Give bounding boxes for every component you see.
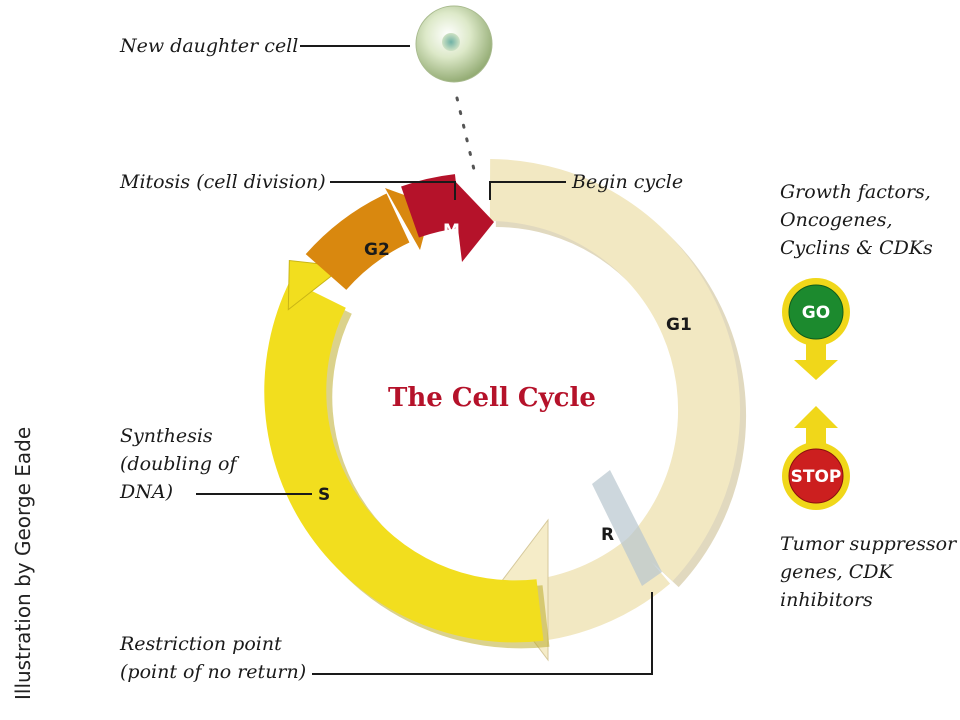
- g1-band: [489, 159, 747, 588]
- stop-signal: STOP: [782, 442, 850, 510]
- begin-leader-line: [489, 181, 566, 200]
- phase-g1: G1: [666, 315, 692, 335]
- svg-text:Oncogenes,: Oncogenes,: [780, 209, 893, 231]
- go-down-arrow: [794, 344, 838, 380]
- diagram-title: The Cell Cycle: [388, 383, 596, 413]
- go-text: GO: [802, 303, 830, 323]
- svg-text:DNA): DNA): [119, 481, 173, 503]
- m-arrowhead: [452, 178, 494, 262]
- svg-text:Synthesis: Synthesis: [120, 425, 213, 447]
- svg-text:(point of no return): (point of no return): [120, 661, 306, 683]
- g2-band: [305, 193, 410, 291]
- svg-text:Cyclins & CDKs: Cyclins & CDKs: [780, 237, 933, 259]
- m-band: [401, 174, 462, 238]
- svg-text:(doubling of: (doubling of: [120, 453, 239, 475]
- phase-r: R: [601, 525, 614, 545]
- mitosis-leader-line: [330, 181, 456, 200]
- phase-g2: G2: [364, 240, 390, 260]
- s-band: [264, 280, 550, 649]
- restriction-leader-line: [312, 592, 653, 675]
- stop-up-arrow: [794, 406, 838, 448]
- label-mitosis: Mitosis (cell division): [119, 171, 326, 193]
- label-new-daughter-cell: New daughter cell: [119, 35, 298, 57]
- go-signal: GO: [782, 278, 850, 346]
- label-synthesis: Synthesis (doubling of DNA): [119, 425, 239, 503]
- svg-text:inhibitors: inhibitors: [780, 589, 873, 611]
- label-begin-cycle: Begin cycle: [571, 171, 683, 193]
- illustration-credit: Illustration by George Eade: [11, 427, 35, 700]
- label-growth-factors: Growth factors, Oncogenes, Cyclins & CDK…: [780, 181, 933, 259]
- svg-text:Restriction point: Restriction point: [119, 633, 282, 655]
- label-restriction-point: Restriction point (point of no return): [119, 633, 306, 683]
- label-tumor-suppressor: Tumor suppressor genes, CDK inhibitors: [780, 533, 958, 611]
- svg-text:Growth factors,: Growth factors,: [780, 181, 931, 203]
- stop-text: STOP: [791, 467, 842, 487]
- phase-s: S: [318, 485, 330, 505]
- svg-text:genes, CDK: genes, CDK: [780, 561, 894, 583]
- restriction-point-marker: [592, 470, 662, 586]
- daughter-cell: [415, 5, 493, 83]
- svg-text:Tumor suppressor: Tumor suppressor: [780, 533, 958, 555]
- dotted-connector: [455, 96, 478, 180]
- phase-m: M: [443, 221, 460, 241]
